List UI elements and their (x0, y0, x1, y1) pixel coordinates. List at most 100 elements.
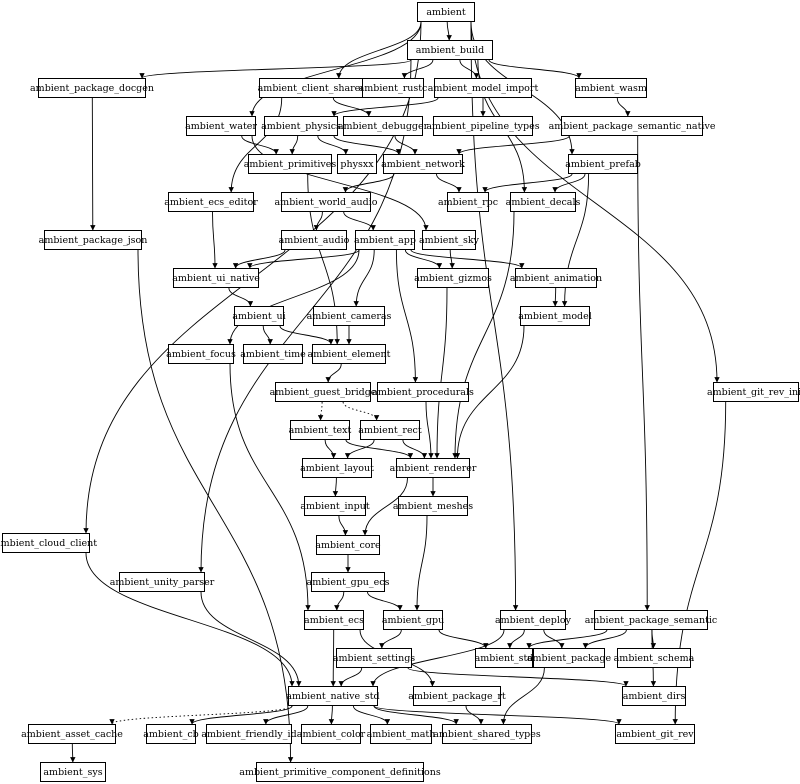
graph-node-settings: ambient_settings (333, 648, 415, 668)
graph-node-world-audio: ambient_world_audio (275, 192, 378, 212)
graph-node-renderer: ambient_renderer (390, 458, 476, 478)
edge-pkg-semantic-to-package (582, 629, 627, 649)
graph-node-gizmos: ambient_gizmos (414, 268, 492, 288)
edge-procedurals-to-renderer (425, 401, 434, 459)
edge-gpu-to-settings (379, 629, 402, 649)
edge-sky-to-gizmos (449, 249, 455, 269)
edge-physics-to-primitives (289, 135, 299, 155)
graph-node-docgen: ambient_package_docgen (30, 78, 154, 98)
edge-physics-to-network (333, 135, 402, 155)
edge-ui-native-to-ui (228, 287, 254, 307)
edge-gizmos-to-renderer (434, 287, 448, 459)
edge-water-to-primitives (241, 135, 279, 155)
graph-node-pipeline-types: ambient_pipeline_types (426, 116, 540, 136)
graph-node-animation: ambient_animation (510, 268, 602, 288)
graph-node-input: ambient_input (300, 496, 370, 516)
graph-node-dirs: ambient_dirs (622, 686, 686, 706)
edge-build-to-docgen (139, 59, 412, 79)
edge-meshes-to-gpu (414, 515, 428, 611)
edge-pkg-semantic-to-std (526, 629, 608, 649)
graph-node-ecs-editor: ambient_ecs_editor (164, 192, 258, 212)
edge-deploy-to-native-std (370, 629, 505, 687)
edge-wasm-to-pkg-sem-native (616, 97, 631, 117)
edge-deploy-to-package (543, 629, 565, 649)
edge-debugger-to-network (394, 135, 418, 155)
edge-unity-parser-to-native-std (200, 591, 302, 687)
edge-ui-to-time (262, 325, 273, 345)
graph-node-core: ambient_core (315, 535, 381, 555)
graph-node-std: ambient_std (475, 648, 533, 668)
graph-node-focus: ambient_focus (166, 344, 236, 364)
graph-node-prefab: ambient_prefab (565, 154, 641, 174)
graph-node-gpu-ecs: ambient_gpu_ecs (307, 572, 389, 592)
graph-node-unity-parser: ambient_unity_parser (110, 572, 214, 592)
edge-package-to-shared-types (500, 667, 545, 725)
graph-node-prim-comp-defs: ambient_primitive_component_definitions (239, 762, 441, 782)
edge-native-std-to-cb (189, 705, 293, 725)
edge-pkg-sem-native-to-pkg-semantic (637, 135, 650, 611)
edge-settings-to-dirs (407, 667, 629, 687)
edge-build-to-model-import (459, 59, 480, 79)
edge-water-to-sky (251, 135, 429, 231)
graph-node-model: ambient_model (518, 306, 592, 326)
graph-node-app: ambient_app (354, 230, 416, 250)
edge-deploy-to-std (507, 629, 525, 649)
edge-app-to-cameras (353, 249, 375, 307)
edge-native-std-to-friendly-id (263, 705, 309, 725)
graph-node-color: ambient_color (297, 724, 365, 744)
edge-prefab-to-rpc (482, 173, 573, 193)
graph-node-network: ambient_network (381, 154, 465, 174)
edge-renderer-to-core (362, 477, 408, 536)
edge-app-to-focus (227, 249, 360, 345)
graph-node-asset-cache: ambient_asset_cache (21, 724, 123, 744)
edge-git-rev-init-to-git-rev (672, 401, 727, 725)
edge-network-to-world-audio (342, 173, 395, 193)
graph-node-cameras: ambient_cameras (307, 306, 391, 326)
edge-network-to-rpc (436, 173, 462, 193)
graph-node-guest-bridge: ambient_guest_bridge (270, 382, 376, 402)
edge-ecs-editor-to-ui-native (212, 211, 218, 269)
graph-node-physxx: physxx (337, 154, 377, 174)
graph-node-cloud-client: ambient_cloud_client (0, 533, 97, 553)
edge-docgen-to-pkg-json (90, 97, 96, 231)
edge-gpu-ecs-to-gpu (367, 591, 403, 611)
graph-node-debugger: ambient_debugger (338, 116, 428, 136)
graph-node-shared-types: ambient_shared_types (433, 724, 541, 744)
graph-node-rect: ambient_rect (358, 420, 422, 440)
edge-guest-bridge-to-rect (342, 401, 380, 421)
edge-model-import-to-physics (331, 97, 439, 117)
edge-rect-to-layout (344, 439, 375, 459)
graph-node-ui-native: ambient_ui_native (172, 268, 260, 288)
edge-model-to-renderer (454, 325, 525, 459)
graph-node-math: ambient_math (367, 724, 435, 744)
graph-node-build: ambient_build (407, 40, 493, 60)
edge-cloud-client-to-native-std (85, 552, 295, 687)
edge-asset-cache-to-sys (70, 743, 76, 763)
graph-node-pkg-sem-native: ambient_package_semantic_native (549, 116, 715, 136)
graph-node-client-shared: ambient_client_shared (258, 78, 366, 98)
graph-node-git-rev: ambient_git_rev (615, 724, 695, 744)
edge-native-std-to-shared-types (373, 705, 459, 725)
edge-world-audio-to-audio (313, 211, 323, 231)
graph-node-git-rev-init: ambient_git_rev_init (707, 382, 800, 402)
graph-node-pkg-json: ambient_package_json (39, 230, 147, 250)
edge-app-to-procedurals (395, 249, 419, 383)
edge-layout-to-input (332, 477, 339, 497)
graph-node-audio: ambient_audio (279, 230, 349, 250)
graph-node-schema: ambient_schema (614, 648, 694, 668)
graph-node-physics: ambient_physics (261, 116, 341, 136)
graph-node-decals: ambient_decals (506, 192, 580, 212)
edge-animation-to-model (552, 287, 558, 307)
edge-world-audio-to-app (343, 211, 376, 231)
graph-node-cb: ambient_cb (143, 724, 199, 744)
edge-ui-to-element (279, 325, 334, 345)
edge-input-to-core (338, 515, 349, 536)
graph-node-text: ambient_text (289, 420, 351, 440)
edge-settings-to-native-std (338, 667, 363, 687)
graph-node-rustc: ambient_rustc (359, 78, 427, 98)
graph-node-primitives: ambient_primitives (244, 154, 336, 174)
graph-node-pkg-semantic: ambient_package_semantic (585, 610, 717, 630)
graph-node-time: ambient_time (240, 344, 306, 364)
edge-app-to-gizmos (404, 249, 443, 269)
